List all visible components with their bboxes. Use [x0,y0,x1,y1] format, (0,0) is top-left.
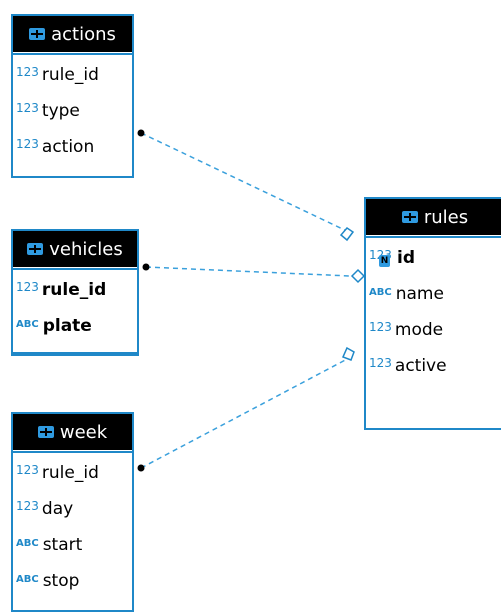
header-separator [13,451,132,453]
table-icon [37,426,54,438]
numeric-type-icon: 123 [16,101,39,115]
column-name: active [394,356,447,376]
text-type-icon: ABC [16,537,39,549]
column-row-action[interactable]: 123 action [13,129,132,165]
connector-source-dot-week [137,464,145,472]
connector-vehicles-rules [145,266,351,277]
table-icon [29,28,46,40]
text-type-icon: ABC [16,318,39,330]
connector-source-dot-vehicles [142,263,150,271]
column-row-type[interactable]: 123 type [13,93,132,129]
connector-week-rules [140,356,352,469]
connector-target-diamond-vehicles [350,268,366,284]
column-row-start[interactable]: ABC start [13,527,132,563]
table-rules[interactable]: rules 123 N id ABC name 123 mode 123 act… [364,197,501,430]
column-row-mode[interactable]: 123 mode [366,312,501,348]
column-name: rule_id [41,280,107,300]
column-name: rule_id [41,463,99,483]
table-icon [401,211,418,223]
table-title-vehicles: vehicles [49,238,123,260]
numeric-type-icon: 123 [369,356,392,370]
numeric-type-icon: 123 [16,463,39,477]
table-title-actions: actions [51,23,116,45]
numeric-type-icon: 123 [369,320,392,334]
column-row-rule-id[interactable]: 123 rule_id [13,272,137,308]
table-header-week[interactable]: week [13,414,132,450]
table-header-vehicles[interactable]: vehicles [13,231,137,267]
connector-actions-rules [140,132,352,234]
column-name: rule_id [41,65,99,85]
numeric-type-icon: 123 [16,65,39,79]
table-title-week: week [59,421,108,443]
column-row-name[interactable]: ABC name [366,276,501,312]
numeric-type-icon: 123 [16,137,39,151]
table-week[interactable]: week 123 rule_id 123 day ABC start ABC s… [11,412,134,612]
column-name: name [395,284,444,304]
connector-target-diamond-week [341,346,355,361]
column-name: stop [42,571,80,591]
column-name: id [397,248,415,268]
column-name: action [41,137,95,157]
column-row-day[interactable]: 123 day [13,491,132,527]
table-header-actions[interactable]: actions [13,16,132,52]
table-actions[interactable]: actions 123 rule_id 123 type 123 action [11,14,134,178]
header-separator [366,236,501,238]
column-name: start [42,535,83,555]
column-name: type [41,101,80,121]
text-type-icon: ABC [369,286,392,298]
table-header-rules[interactable]: rules [366,199,501,235]
column-name: day [41,499,74,519]
connector-target-diamond-actions [339,227,355,242]
table-title-rules: rules [423,206,469,228]
header-separator [13,53,132,55]
column-row-rule-id[interactable]: 123 rule_id [13,455,132,491]
column-row-active[interactable]: 123 active [366,348,501,384]
table-vehicles[interactable]: vehicles 123 rule_id ABC plate [11,229,139,356]
bottom-separator [13,352,137,354]
column-name: mode [394,320,444,340]
numeric-type-icon: 123 [16,280,39,294]
numeric-type-icon: 123 [16,499,39,513]
table-icon [27,243,44,255]
column-row-rule-id[interactable]: 123 rule_id [13,57,132,93]
header-separator [13,268,137,270]
column-row-id[interactable]: 123 N id [366,240,501,276]
column-row-stop[interactable]: ABC stop [13,563,132,599]
column-name: plate [42,316,92,336]
primary-key-icon: 123 N [369,248,392,267]
connector-source-dot-actions [137,129,145,137]
column-row-plate[interactable]: ABC plate [13,308,137,344]
text-type-icon: ABC [16,573,39,585]
